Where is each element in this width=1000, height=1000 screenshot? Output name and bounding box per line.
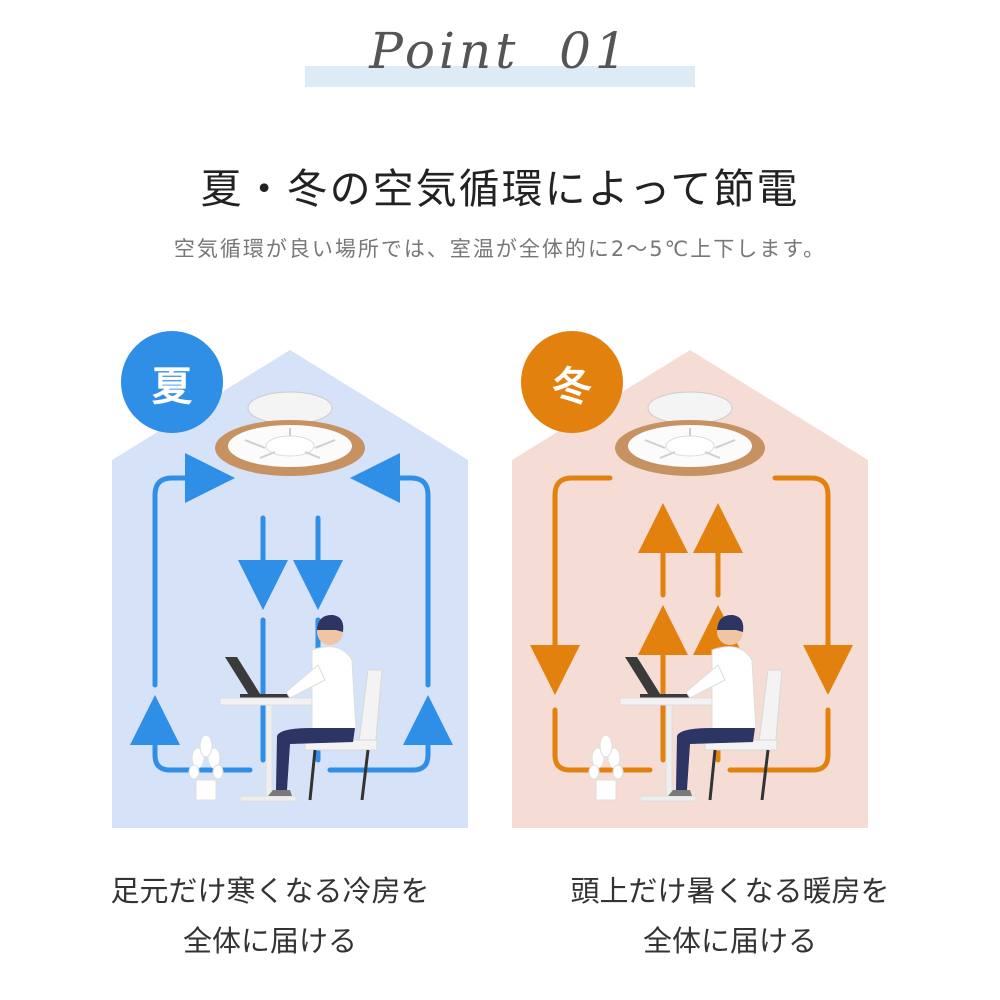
season-label: 夏 <box>122 354 222 412</box>
summer-caption: 足元だけ寒くなる冷房を 全体に届ける <box>60 866 480 966</box>
winter-panel: 冬 <box>490 330 890 830</box>
season-label: 冬 <box>522 354 622 412</box>
headline: 夏・冬の空気循環によって節電 <box>0 155 1000 215</box>
caption-line: 足元だけ寒くなる冷房を <box>60 866 480 916</box>
caption-line: 全体に届ける <box>60 916 480 966</box>
subline: 空気循環が良い場所では、室温が全体的に2〜5℃上下します。 <box>0 233 1000 263</box>
point-label: Point 01 <box>0 22 1000 80</box>
winter-caption: 頭上だけ暑くなる暖房を 全体に届ける <box>520 866 940 966</box>
caption-line: 全体に届ける <box>520 916 940 966</box>
caption-line: 頭上だけ暑くなる暖房を <box>520 866 940 916</box>
summer-panel: 夏 <box>90 330 490 830</box>
